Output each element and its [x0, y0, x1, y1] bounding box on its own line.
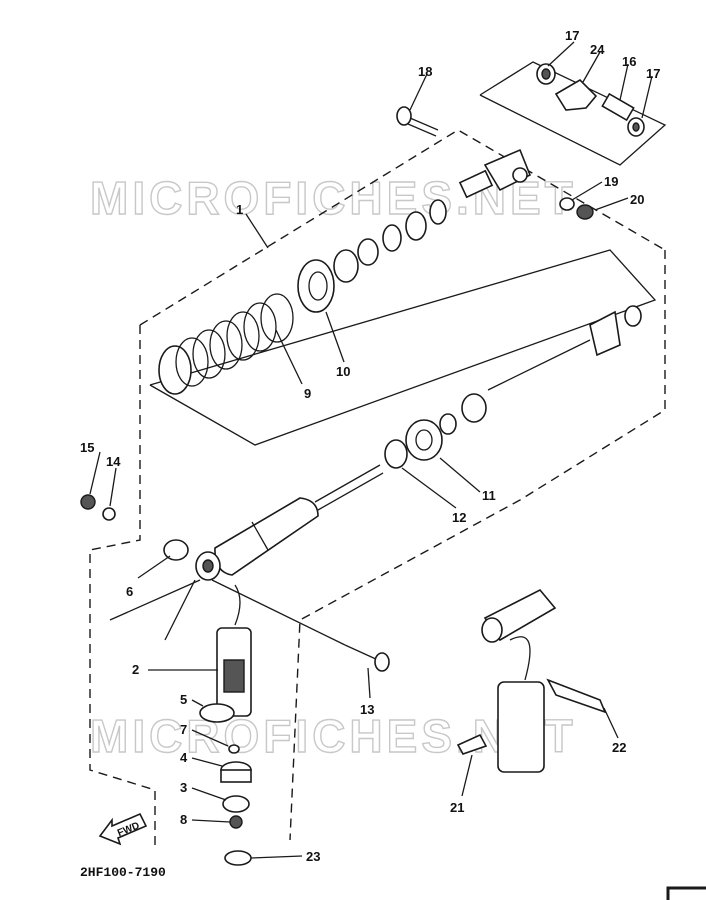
corner-mark: [666, 886, 706, 900]
callout-22: 22: [612, 740, 626, 755]
callout-24: 24: [590, 42, 605, 57]
forward-arrow-icon: FWD: [98, 812, 148, 846]
collar-17-right: [627, 117, 645, 137]
callout-4: 4: [180, 750, 188, 765]
callout-5: 5: [180, 692, 187, 707]
nut-20: [576, 204, 594, 220]
callout-14: 14: [106, 454, 121, 469]
callout-12: 12: [452, 510, 466, 525]
bushing-6: [163, 539, 189, 561]
bolt-13: [344, 644, 390, 672]
callout-2: 2: [132, 662, 139, 677]
bracket-box: [479, 61, 667, 166]
spring-box: [149, 249, 657, 446]
spring-9: [158, 293, 294, 395]
callout-8: 8: [180, 812, 187, 827]
bolt-18: [396, 106, 439, 137]
callout-18: 18: [418, 64, 432, 79]
callout-3: 3: [180, 780, 187, 795]
callout-6: 6: [126, 584, 133, 599]
callout-17-right: 17: [646, 66, 660, 81]
leader-lines: [89, 41, 653, 859]
washer-14: [102, 507, 116, 521]
ring-11: [405, 419, 443, 461]
callout-20: 20: [630, 192, 644, 207]
cap-4: [220, 761, 252, 783]
callout-19: 19: [604, 174, 618, 189]
o-ring-3: [222, 795, 250, 813]
watermark-bottom: MICROFICHES.NET: [90, 710, 577, 762]
callout-15: 15: [80, 440, 94, 455]
upper-rings: [333, 199, 447, 283]
callout-11: 11: [482, 488, 496, 503]
callout-17-left: 17: [565, 28, 579, 43]
nut-15: [80, 494, 96, 510]
washer-19: [559, 197, 575, 211]
collar-17-left: [536, 63, 556, 85]
bushing-24: [554, 78, 598, 111]
reservoir-variant: [456, 588, 607, 773]
callout-13: 13: [360, 702, 374, 717]
callout-1: 1: [236, 202, 243, 217]
seal-assembly: [384, 393, 487, 469]
callout-16: 16: [622, 54, 636, 69]
bump-stop: [487, 305, 642, 391]
callout-9: 9: [304, 386, 311, 401]
o-ring-5: [199, 703, 235, 723]
callout-23: 23: [306, 849, 320, 864]
callout-21: 21: [450, 800, 464, 815]
callouts: 1 2 3 4 5 6 7 8 9 10 11 12 13 14 15 16 1…: [80, 28, 660, 864]
watermark-top: MICROFICHES.NET: [90, 172, 577, 224]
valve-8: [229, 815, 243, 829]
upper-clevis: [458, 148, 532, 199]
diagram-code: 2HF100-7190: [80, 865, 166, 880]
reservoir-2: [216, 584, 252, 717]
damper-body: [195, 464, 384, 581]
cap-23: [224, 850, 252, 866]
callout-10: 10: [336, 364, 350, 379]
spacer-16: [601, 92, 635, 122]
spring-seat-10: [297, 259, 335, 313]
o-ring-7: [228, 744, 240, 754]
callout-7: 7: [180, 722, 187, 737]
circlip-12: [384, 439, 408, 469]
